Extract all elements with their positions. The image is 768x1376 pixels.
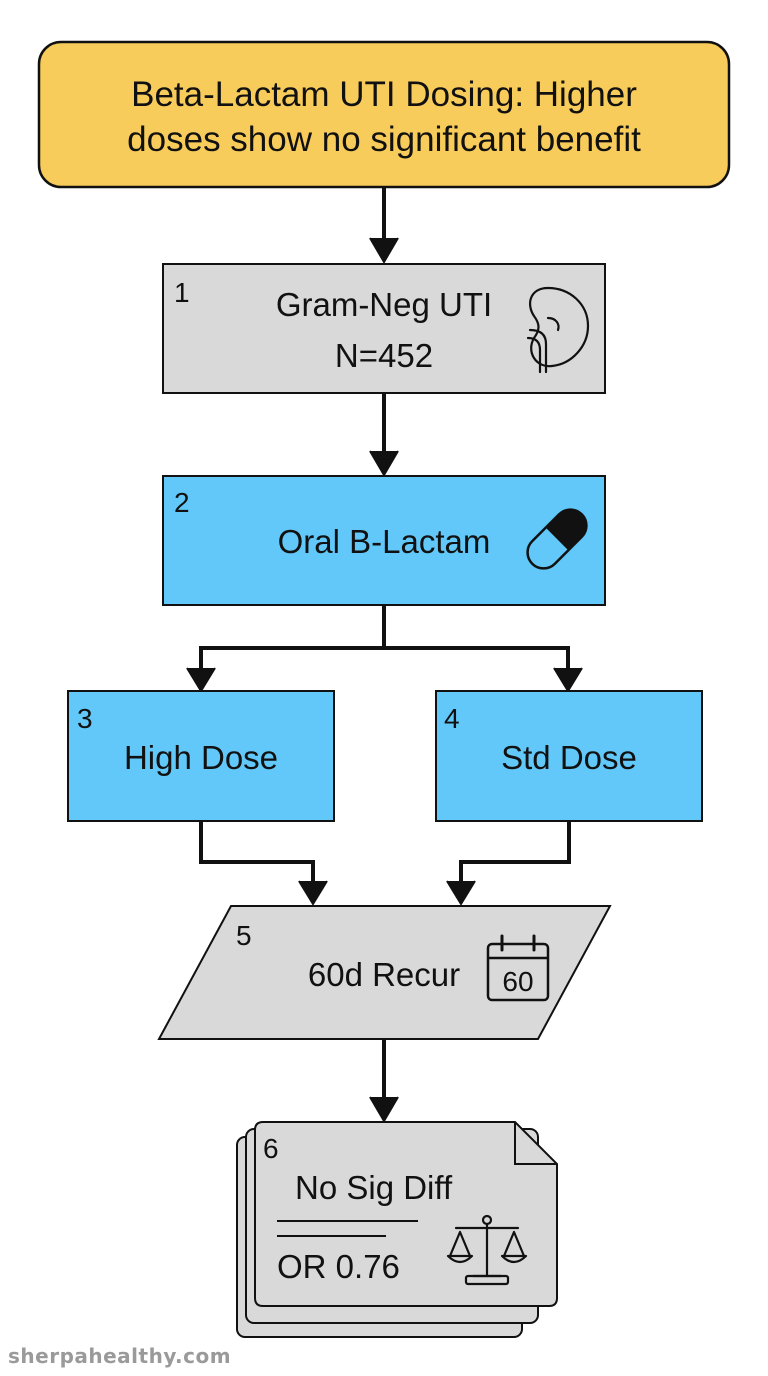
step-4-node: 4 Std Dose [435, 690, 703, 822]
step-5-label: 60d Recur [308, 956, 460, 993]
connector-step2-branch [186, 605, 583, 693]
watermark: sherpahealthy.com [8, 1344, 232, 1368]
step-2-node: 2 Oral B-Lactam [162, 475, 606, 606]
step-4-number: 4 [444, 703, 460, 734]
step-1-node: 1 Gram-Neg UTI N=452 [162, 263, 606, 394]
connector-step3-to-step5 [199, 821, 328, 906]
calendar-icon-number: 60 [502, 966, 533, 997]
title-node: Beta-Lactam UTI Dosing: Higher doses sho… [37, 40, 731, 189]
connector-title-to-step1 [369, 187, 399, 264]
step-4-box [435, 690, 703, 822]
step-3-label: High Dose [124, 739, 278, 776]
step-3-node: 3 High Dose [67, 690, 335, 822]
step-6-box [254, 1121, 558, 1307]
step-6-line-1: No Sig Diff [295, 1169, 453, 1206]
step-5-box [157, 905, 612, 1040]
connector-step1-to-step2 [369, 393, 399, 477]
step-2-label: Oral B-Lactam [278, 523, 491, 560]
pill-capsule-icon [526, 508, 588, 570]
calendar-icon: 60 [486, 934, 550, 1002]
title-line-2: doses show no significant benefit [127, 120, 641, 159]
step-3-number: 3 [77, 703, 93, 734]
step-2-number: 2 [174, 487, 190, 518]
connector-step5-to-step6 [369, 1039, 399, 1123]
kidney-icon [526, 286, 590, 374]
step-3-box [67, 690, 335, 822]
step-1-number: 1 [174, 277, 190, 308]
step-6-node: 6 No Sig Diff OR 0.76 [236, 1121, 558, 1338]
title-line-1: Beta-Lactam UTI Dosing: Higher [131, 75, 637, 114]
step-5-number: 5 [236, 920, 252, 951]
step-5-node: 5 60d Recur 60 [157, 905, 612, 1040]
step-1-line-1: Gram-Neg UTI [276, 286, 492, 323]
step-1-line-2: N=452 [335, 337, 433, 374]
title-box [37, 40, 731, 189]
step-6-line-2: OR 0.76 [277, 1248, 400, 1285]
step-4-label: Std Dose [501, 739, 637, 776]
balance-scale-icon [446, 1214, 528, 1286]
step-6-page-fold [514, 1122, 557, 1165]
step-6-number: 6 [263, 1133, 279, 1164]
connector-step4-to-step5 [446, 821, 571, 906]
